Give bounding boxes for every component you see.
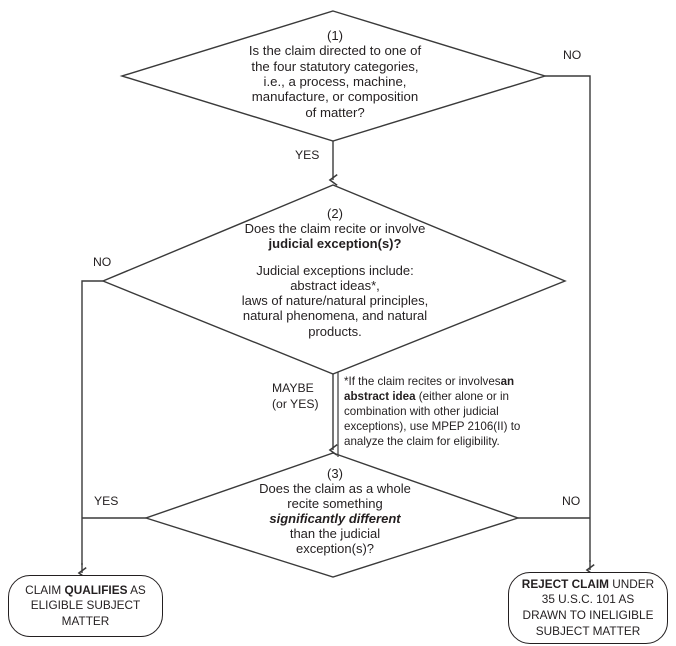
edge-label-decision1-no: NO bbox=[563, 48, 582, 62]
decision-3-line-2: recite something bbox=[287, 496, 383, 512]
decision-2-line-4: abstract ideas*, bbox=[290, 278, 380, 294]
terminal-reject-claim: REJECT CLAIM UNDER 35 U.S.C. 101 AS DRAW… bbox=[508, 572, 668, 644]
terminal-reject-line-1: REJECT CLAIM UNDER bbox=[522, 577, 654, 593]
decision-2-line-7: products. bbox=[308, 323, 362, 339]
terminal-reject-line-2: 35 U.S.C. 101 AS bbox=[541, 592, 635, 607]
terminal-reject-line-3: DRAWN TO INELIGIBLE bbox=[522, 608, 654, 622]
edge-label-decision2-maybe-line-2: (or YES) bbox=[272, 397, 319, 411]
decision-3-number: (3) bbox=[327, 466, 343, 481]
footnote-part-1: *If the claim recites or involves bbox=[344, 375, 501, 388]
decision-1-line-5: of matter? bbox=[305, 104, 365, 120]
terminal-eligible-line-1-pre: CLAIM bbox=[25, 582, 65, 597]
decision-2-number: (2) bbox=[327, 206, 343, 221]
edge-label-decision3-yes: YES bbox=[94, 494, 119, 508]
edge-label-decision3-no: NO bbox=[562, 494, 581, 508]
terminal-eligible-line-3: MATTER bbox=[61, 613, 110, 628]
decision-1-line-4: manufacture, or composition bbox=[251, 89, 419, 105]
decision-2-line-1: Does the claim recite or involve bbox=[244, 221, 426, 237]
terminal-eligible-line-1-bold: QUALIFIES bbox=[64, 582, 128, 597]
edge-label-decision2-maybe: MAYBE bbox=[272, 381, 314, 395]
decision-3-line-3: significantly different bbox=[269, 511, 401, 527]
decision-3-line-4: than the judicial bbox=[289, 526, 381, 542]
decision-2-line-2: judicial exception(s)? bbox=[268, 236, 402, 252]
terminal-reject-line-1-bold: REJECT CLAIM bbox=[521, 576, 609, 591]
decision-2-line-6: natural phenomena, and natural bbox=[242, 308, 428, 324]
terminal-eligible-line-2: ELIGIBLE SUBJECT bbox=[30, 598, 141, 613]
decision-2-label: (2) Does the claim recite or involve jud… bbox=[180, 206, 490, 339]
terminal-reject-claim-text: REJECT CLAIM UNDER 35 U.S.C. 101 AS DRAW… bbox=[516, 577, 660, 639]
terminal-reject-line-4: SUBJECT MATTER bbox=[535, 623, 641, 638]
terminal-eligible-line-1: CLAIM QUALIFIES AS bbox=[25, 583, 146, 599]
terminal-reject-line-1-post: UNDER bbox=[608, 576, 655, 591]
edge-label-decision1-yes: YES bbox=[295, 148, 320, 162]
terminal-eligible-line-1-post: AS bbox=[127, 582, 146, 597]
footnote-part-3: (either alone or in combination with oth… bbox=[344, 390, 521, 449]
decision-3-label: (3) Does the claim as a whole recite som… bbox=[200, 466, 470, 556]
footnote-part-2: an abstract idea bbox=[344, 375, 515, 404]
edge-label-decision2-maybe-line-1: MAYBE bbox=[272, 381, 314, 395]
decision-3-line-1: Does the claim as a whole bbox=[259, 481, 411, 497]
terminal-claim-qualifies-text: CLAIM QUALIFIES AS ELIGIBLE SUBJECT MATT… bbox=[19, 583, 152, 630]
decision-1-line-1: Is the claim directed to one of bbox=[248, 43, 422, 59]
decision-1-line-3: i.e., a process, machine, bbox=[263, 73, 407, 89]
decision-1-number: (1) bbox=[326, 28, 344, 43]
decision-1-line-2: the four statutory categories, bbox=[251, 58, 419, 74]
footnote-note: *If the claim recites or involvesan abst… bbox=[344, 374, 544, 449]
decision-2-line-3: Judicial exceptions include: bbox=[256, 263, 414, 279]
decision-2-line-5: laws of nature/natural principles, bbox=[241, 293, 429, 309]
edge-label-decision2-no: NO bbox=[93, 255, 112, 269]
terminal-claim-qualifies: CLAIM QUALIFIES AS ELIGIBLE SUBJECT MATT… bbox=[8, 575, 163, 637]
edge-label-decision2-or-yes: (or YES) bbox=[272, 397, 319, 411]
decision-3-line-5: exception(s)? bbox=[295, 541, 375, 557]
decision-2-spacer bbox=[180, 251, 490, 263]
decision-1-label: (1) Is the claim directed to one of the … bbox=[190, 28, 480, 120]
